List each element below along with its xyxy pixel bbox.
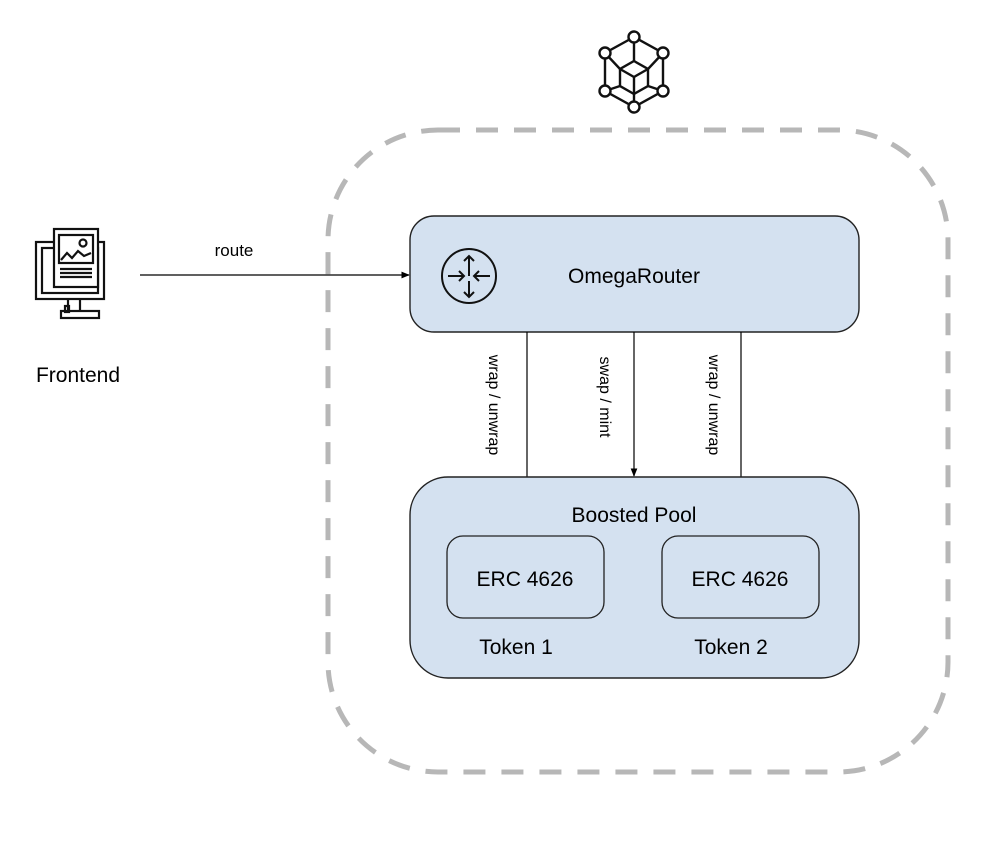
router-icon	[441, 248, 497, 304]
erc4626-box-token-1[interactable]	[446, 535, 605, 619]
center-swap-label: swap / mint	[596, 357, 613, 438]
network-cube-icon	[598, 30, 670, 114]
boosted-pool-label: Boosted Pool	[572, 504, 697, 527]
boosted-pool-box[interactable]	[409, 476, 860, 679]
erc4626-label-token-2: ERC 4626	[692, 568, 789, 591]
token-1-label: Token 1	[479, 636, 553, 659]
dashed-container	[325, 127, 951, 775]
erc4626-label-token-1: ERC 4626	[477, 568, 574, 591]
omega-router-label: OmegaRouter	[568, 265, 700, 288]
right-wrap-label: wrap / unwrap	[705, 354, 722, 456]
frontend-label: Frontend	[36, 364, 120, 387]
left-wrap-label: wrap / unwrap	[485, 354, 502, 456]
route-label: route	[215, 241, 254, 260]
erc4626-box-token-2[interactable]	[661, 535, 820, 619]
token-2-label: Token 2	[694, 636, 768, 659]
monitor-document-icon	[34, 227, 106, 320]
